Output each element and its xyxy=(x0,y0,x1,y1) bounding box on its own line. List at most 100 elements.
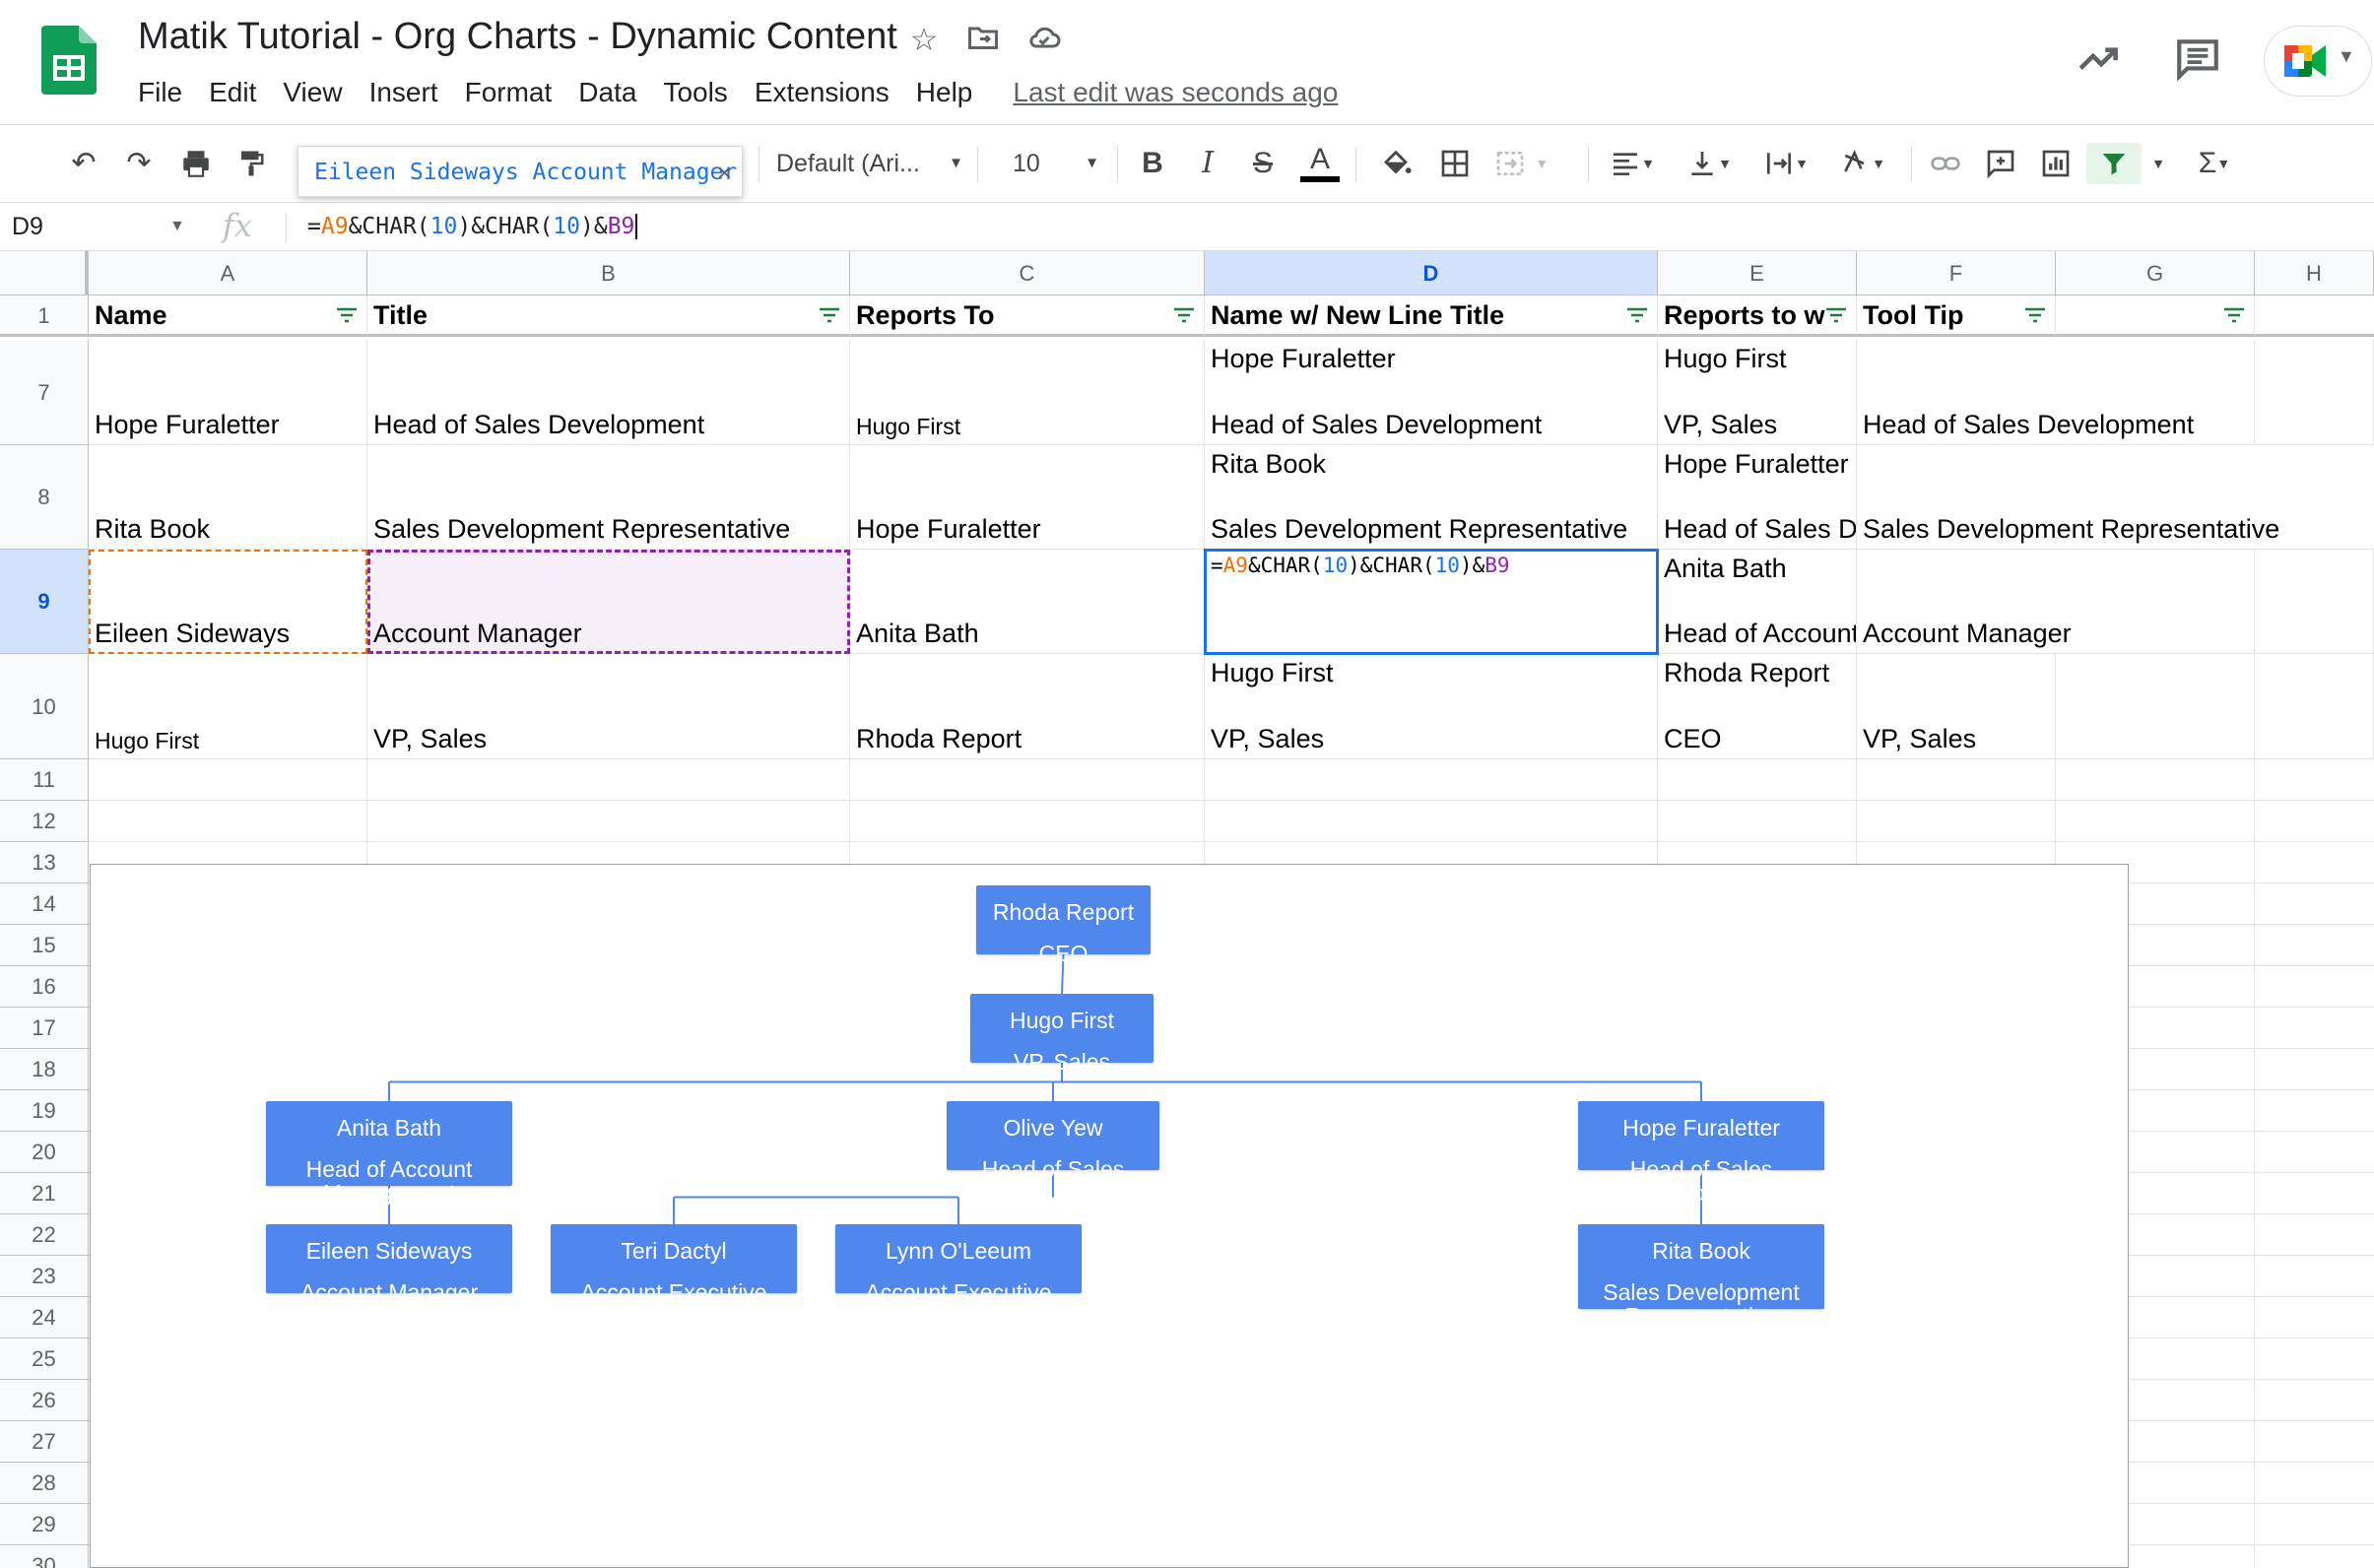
cell-h7[interactable] xyxy=(2255,340,2374,445)
meet-button[interactable]: ▼ xyxy=(2264,26,2372,97)
column-header-e[interactable]: E xyxy=(1658,251,1857,295)
menu-data[interactable]: Data xyxy=(578,77,637,107)
row-header-15[interactable]: 15 xyxy=(0,925,89,966)
text-rotation-icon[interactable]: ▼ xyxy=(1832,143,1893,184)
menu-view[interactable]: View xyxy=(283,77,343,107)
row-header-28[interactable]: 28 xyxy=(0,1463,89,1504)
header-cell-name[interactable]: Name xyxy=(89,295,367,337)
column-header-b[interactable]: B xyxy=(367,251,850,295)
menu-edit[interactable]: Edit xyxy=(209,77,257,107)
row-header-20[interactable]: 20 xyxy=(0,1132,89,1173)
row-header-19[interactable]: 19 xyxy=(0,1090,89,1132)
activity-trend-icon[interactable] xyxy=(2075,33,2124,83)
document-title[interactable]: Matik Tutorial - Org Charts - Dynamic Co… xyxy=(138,16,897,57)
row-header-23[interactable]: 23 xyxy=(0,1256,89,1297)
cell-d9-editor[interactable]: =A9&CHAR(10)&CHAR(10)&B9 xyxy=(1205,550,1658,654)
tooltip-close-button[interactable]: × xyxy=(716,158,732,187)
row-header-8[interactable]: 8 xyxy=(0,445,89,550)
column-filter-icon[interactable] xyxy=(818,305,841,325)
cell-c9[interactable]: Anita Bath xyxy=(850,550,1205,654)
cell-a10[interactable]: Hugo First xyxy=(89,654,367,759)
comments-icon[interactable] xyxy=(2173,33,2222,83)
menu-help[interactable]: Help xyxy=(915,77,973,107)
column-header-a[interactable]: A xyxy=(89,251,367,295)
paint-format-icon[interactable] xyxy=(231,143,272,184)
cell-c10[interactable]: Rhoda Report xyxy=(850,654,1205,759)
fill-color-icon[interactable] xyxy=(1375,143,1417,184)
row-header-24[interactable]: 24 xyxy=(0,1297,89,1339)
undo-icon[interactable]: ↶ xyxy=(71,147,97,179)
print-icon[interactable] xyxy=(175,143,217,184)
row-header-17[interactable]: 17 xyxy=(0,1008,89,1049)
borders-icon[interactable] xyxy=(1434,143,1476,184)
header-cell-g[interactable] xyxy=(2056,295,2255,337)
row-header-26[interactable]: 26 xyxy=(0,1380,89,1421)
column-header-c[interactable]: C xyxy=(850,251,1205,295)
last-edit-link[interactable]: Last edit was seconds ago xyxy=(1013,77,1339,107)
insert-chart-icon[interactable] xyxy=(2035,143,2077,184)
cell-c8[interactable]: Hope Furaletter xyxy=(850,445,1205,550)
row-header-18[interactable]: 18 xyxy=(0,1049,89,1090)
cell-f7[interactable]: Head of Sales Development xyxy=(1857,340,2255,445)
header-cell-title[interactable]: Title xyxy=(367,295,850,337)
functions-icon[interactable]: Σ▼ xyxy=(2198,147,2231,179)
font-family-select[interactable]: Default (Ari... ▼ xyxy=(776,143,963,184)
merge-cells-icon[interactable]: ▼ xyxy=(1491,143,1550,184)
cell-a8[interactable]: Rita Book xyxy=(89,445,367,550)
header-cell-h[interactable] xyxy=(2255,295,2374,337)
row-header-12[interactable]: 12 xyxy=(0,801,89,842)
row-header-29[interactable]: 29 xyxy=(0,1504,89,1545)
cell-g10[interactable] xyxy=(2056,654,2255,759)
name-box-dropdown-icon[interactable]: ▼ xyxy=(169,218,185,234)
cell-b7[interactable]: Head of Sales Development xyxy=(367,340,850,445)
row-header-14[interactable]: 14 xyxy=(0,883,89,925)
cell-f10[interactable]: VP, Sales xyxy=(1857,654,2056,759)
cloud-saved-icon[interactable] xyxy=(1024,20,1064,59)
filter-icon[interactable] xyxy=(2086,143,2142,184)
column-filter-icon[interactable] xyxy=(2023,305,2047,325)
row-header-1[interactable]: 1 xyxy=(0,295,89,337)
horizontal-align-icon[interactable]: ▼ xyxy=(1602,143,1663,184)
strikethrough-icon[interactable]: S xyxy=(1252,147,1273,179)
name-box[interactable]: D9 xyxy=(12,213,43,240)
row-header-10[interactable]: 10 xyxy=(0,654,89,759)
row-header-16[interactable]: 16 xyxy=(0,966,89,1008)
cell-f8[interactable]: Sales Development Representative xyxy=(1857,445,2374,550)
vertical-align-icon[interactable]: ▼ xyxy=(1679,143,1740,184)
row-header-21[interactable]: 21 xyxy=(0,1173,89,1214)
bold-icon[interactable]: B xyxy=(1142,147,1163,179)
redo-icon[interactable]: ↷ xyxy=(126,147,152,179)
row-header-27[interactable]: 27 xyxy=(0,1421,89,1463)
menu-file[interactable]: File xyxy=(138,77,183,107)
menu-tools[interactable]: Tools xyxy=(663,77,728,107)
column-filter-icon[interactable] xyxy=(2222,305,2246,325)
font-size-select[interactable]: 10 ▼ xyxy=(1001,143,1099,184)
menu-extensions[interactable]: Extensions xyxy=(754,77,890,107)
header-cell-tool-tip[interactable]: Tool Tip xyxy=(1857,295,2056,337)
select-all-corner[interactable] xyxy=(0,251,89,295)
text-wrap-icon[interactable]: ▼ xyxy=(1755,143,1816,184)
formula-input[interactable]: =A9&CHAR(10)&CHAR(10)&B9 xyxy=(307,211,638,242)
column-filter-icon[interactable] xyxy=(1824,305,1848,325)
row-header-22[interactable]: 22 xyxy=(0,1214,89,1256)
filter-dropdown-icon[interactable]: ▼ xyxy=(2151,156,2165,171)
row-header-13[interactable]: 13 xyxy=(0,842,89,883)
menu-insert[interactable]: Insert xyxy=(368,77,438,107)
column-filter-icon[interactable] xyxy=(335,305,359,325)
cell-b8[interactable]: Sales Development Representative xyxy=(367,445,850,550)
